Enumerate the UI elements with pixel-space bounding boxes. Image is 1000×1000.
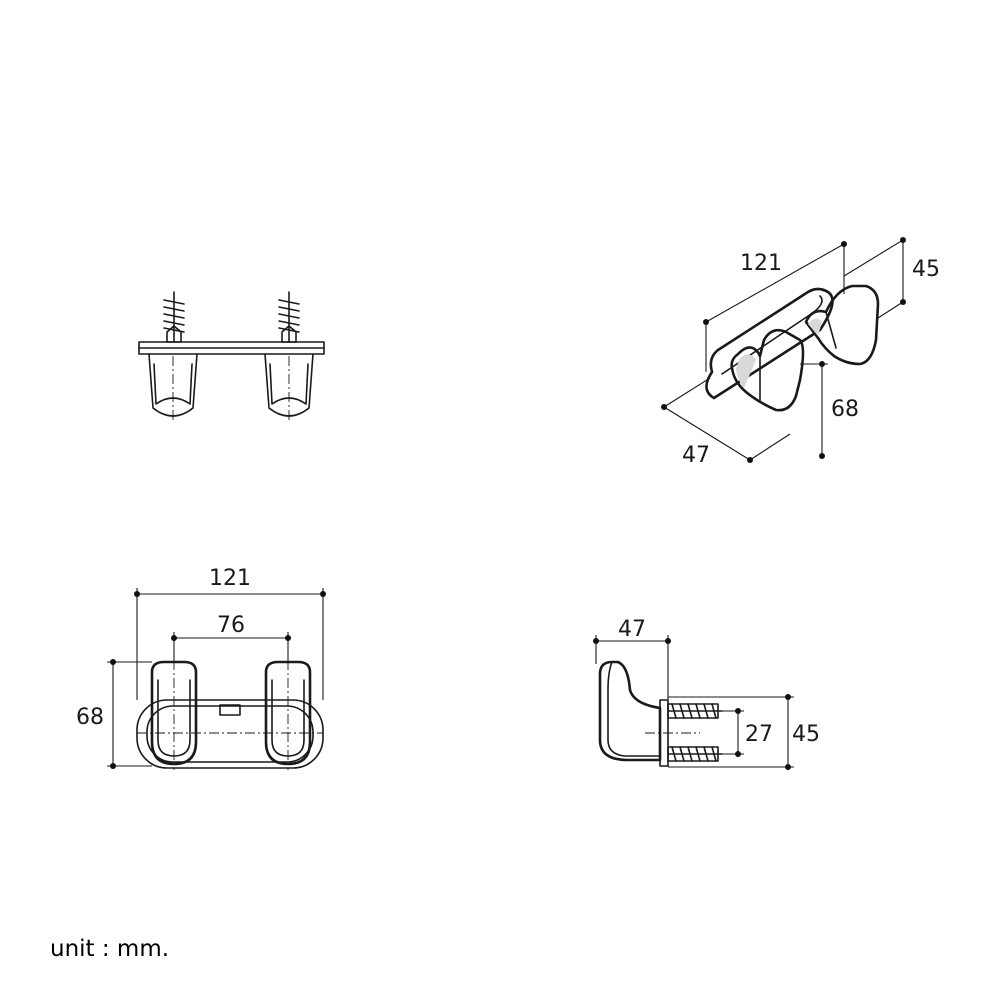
dim-27: 27: [745, 722, 773, 747]
front-view: 121 76 68: [76, 566, 326, 770]
dim-68-iso: 68: [831, 397, 859, 422]
iso-view: 121 45 68 47: [661, 237, 940, 468]
center-slot: [219, 704, 241, 716]
hook-right-top: [264, 353, 314, 420]
backplate-front: [136, 699, 324, 769]
top-view: [138, 291, 325, 420]
screw-left: [163, 291, 185, 343]
hook-left-front: [150, 660, 198, 770]
hook-right-front: [264, 660, 312, 770]
dim-47-iso: 47: [682, 443, 710, 468]
dim-47-side: 47: [618, 617, 646, 642]
hook-side-profile: [598, 660, 662, 762]
dim-76: 76: [217, 613, 245, 638]
hook-front-iso: [730, 328, 805, 412]
screw-right: [278, 291, 300, 343]
dim-45-side: 45: [792, 722, 820, 747]
dim-121-front: 121: [209, 566, 251, 591]
anchor-upper: [667, 703, 723, 719]
dim-121-iso: 121: [740, 251, 782, 276]
dim-45-iso: 45: [912, 257, 940, 282]
unit-note: unit : mm.: [50, 936, 169, 962]
dim-68-front: 68: [76, 705, 104, 730]
hook-left-top: [148, 353, 198, 420]
side-view: 47 27 45: [593, 617, 820, 770]
anchor-lower: [667, 746, 723, 762]
backplate-iso: [705, 287, 834, 400]
